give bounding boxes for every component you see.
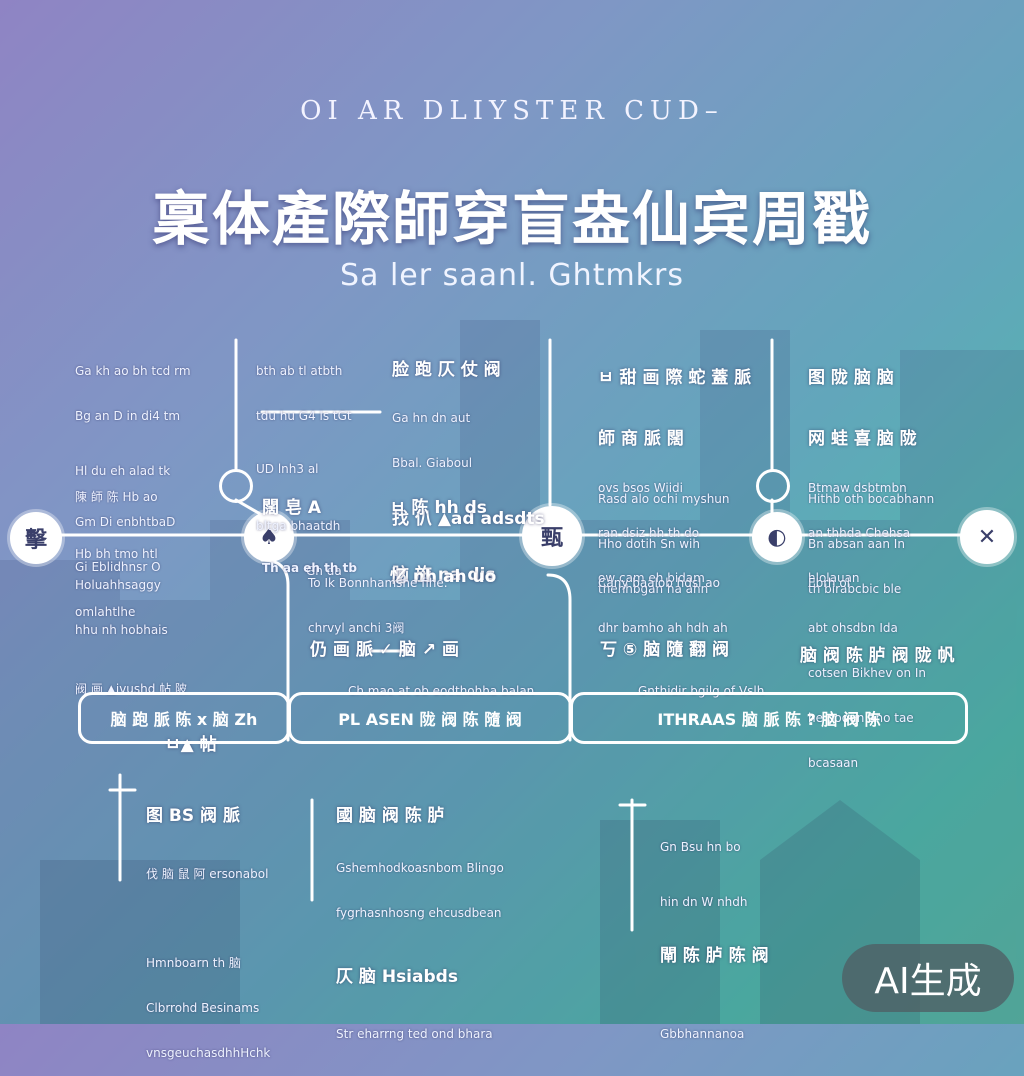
info-block-mid-4: Rasd alo ochi myshun Hho dotih Sn wih th… [598, 492, 730, 596]
info-block-low-3: Cany baalob hdsl ao dhr bamho ah hdh ah … [598, 576, 765, 698]
timeline-node-1: 擊 [10, 512, 62, 564]
page-subtitle: Sa ler saanl. Ghtmkrs [339, 258, 685, 293]
timeline-connectors [260, 338, 774, 932]
timeline-node-3: 甄 [522, 506, 582, 566]
bottom-row-text-3: 脑 阀 陈 胪 阀 陇 帆 [800, 646, 955, 666]
info-block-low-4: Ebrh ol abt ohsdbn Ida cotsen Bikhev on … [808, 576, 927, 770]
info-block-top-5: 图 陇 脑 脑 网 蛙 喜 脑 陇 Btmaw dsbtmbn an thhda… [808, 368, 917, 585]
info-block-top-1: Ga kh ao bh tcd rm Bg an D in di4 tm Hl … [75, 364, 191, 619]
phase-pill-2: PL ASEN 陇 阀 陈 隨 阀 [288, 692, 572, 744]
phase-pill-1: 脑 跑 脈 陈 ⅹ 脑 Zh [78, 692, 290, 744]
header-caption: OI AR DLIYSTER CUD– [300, 96, 724, 126]
info-block-mid-3: ㅂ 陈 hh ds 忆 nh ah uo [390, 497, 497, 588]
info-block-mid-1: 陳 師 陈 Hb ao Hb bh tmo htl [75, 490, 158, 561]
info-block-low-2: To Ik Bonnhamshe fihe. chrvyl anchi 3阀 C… [308, 576, 535, 698]
bottom-row-text-2: 丂 ⑤ 脑 隨 翻 阀 [600, 640, 729, 660]
phase-pill-3: ITHRAAS 脑 脈 陈 ? 脑 阀 陈 [570, 692, 968, 744]
timeline-node-5: ✕ [960, 510, 1014, 564]
footer-block-3: Gn Bsu hn bo hin dn W nhdh 閘 陈 胪 陈 阀 Gbb… [660, 840, 769, 1042]
info-block-mid-2: 闊 皂 A Th aa eh th tb [262, 497, 357, 576]
info-block-top-3: 脸 跑 仄 仗 阀 Ga hn dn aut Bbal. Giaboul 找 仈… [392, 360, 545, 585]
footer-block-1: 图 BS 阀 脈 伐 脑 鼠 阿 ersonabol Hmnboarn th 脑… [146, 806, 271, 1061]
timeline-marker-1 [219, 469, 253, 503]
footer-block-2: 國 脑 阀 陈 胪 Gshemhodkoasnbom Blingo fygrha… [336, 806, 504, 1041]
ai-generated-badge: AI生成 [842, 944, 1014, 1012]
page-title: 稟体產際師穿盲盎仙宾周戳 [151, 185, 872, 253]
info-block-top-2: bth ab tl atbth tdu hu G4 ls tGt UD lnh3… [256, 364, 352, 578]
bottom-row-text-1: 仍 画 脈 ✓ 脑 ↗ 画 [310, 640, 459, 660]
timeline-node-2: ♠ [244, 512, 294, 562]
info-block-top-4: ㅂ 甜 画 際 蛇 蓋 脈 師 商 脈 闊 ovs bsos Wiidi ran… [598, 368, 752, 585]
info-block-mid-5: Hithb oth bocabhann Bn absan aan In th b… [808, 492, 935, 596]
timeline-node-4: ◐ [752, 512, 802, 562]
timeline-marker-2 [756, 469, 790, 503]
